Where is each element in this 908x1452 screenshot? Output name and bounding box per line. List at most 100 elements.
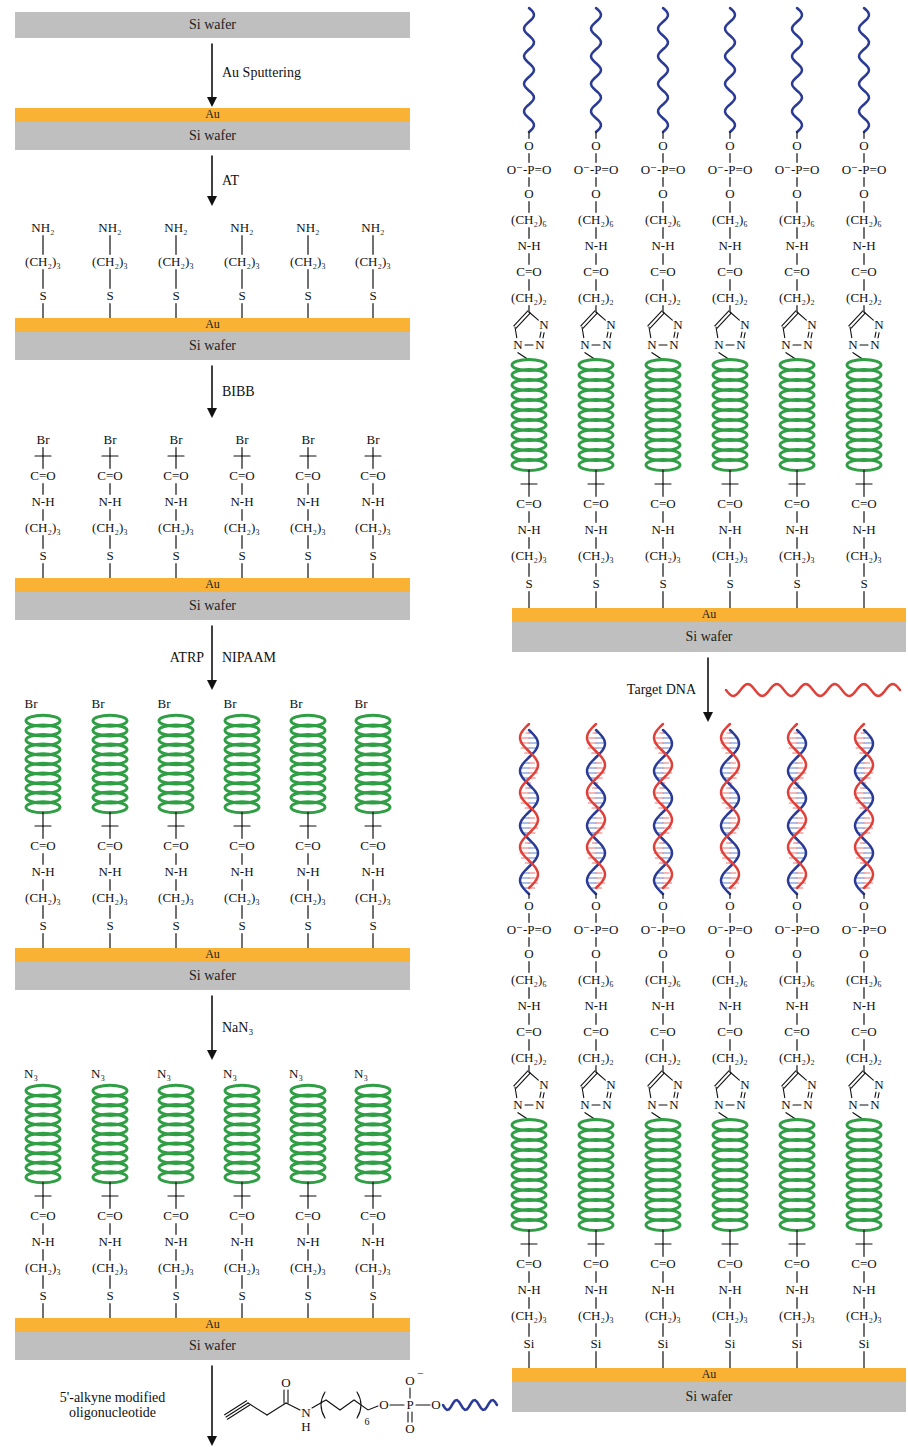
bond-line	[595, 538, 596, 549]
bond-line	[307, 1276, 308, 1289]
formula-label: O	[859, 947, 868, 961]
formula-label: S	[369, 289, 376, 303]
formula-label: N	[535, 338, 544, 352]
base-pair	[856, 847, 864, 848]
bond-line	[729, 1324, 730, 1337]
polymer-coil	[93, 802, 127, 813]
formula-label: (CH₂)₃	[511, 1309, 547, 1323]
gold-layer: Au	[15, 948, 410, 962]
formula-label: N	[513, 1098, 522, 1112]
bond-line	[241, 934, 242, 948]
formula-label: (CH₂)₂	[511, 1051, 547, 1065]
base-pair	[596, 762, 601, 763]
bond-line	[307, 1196, 308, 1208]
base-pair	[860, 807, 864, 808]
bond-line	[662, 280, 663, 291]
bond-line	[649, 327, 651, 338]
formula-label: N	[602, 338, 611, 352]
bond-line	[729, 564, 730, 577]
gold-layer: Au	[512, 608, 906, 622]
bond-line	[863, 154, 864, 163]
polymer-coil	[579, 1220, 613, 1231]
formula-label: S	[304, 1289, 311, 1303]
formula-label: (CH₂)₃	[25, 891, 61, 905]
formula-label: S	[238, 919, 245, 933]
base-pair	[860, 842, 864, 843]
formula-label: Si	[591, 1337, 602, 1351]
bond-line	[241, 236, 242, 255]
silicon-wafer: Si wafer	[15, 1332, 410, 1360]
bond-line	[42, 1250, 43, 1261]
bond-line	[528, 988, 529, 999]
bond-line	[372, 448, 373, 456]
formula-label: (CH₂)₃	[846, 549, 882, 563]
step-arrow	[211, 366, 213, 409]
bond-line	[729, 914, 730, 923]
formula-label: (CH₂)₃	[846, 1309, 882, 1323]
formula-label: N-H	[718, 1283, 741, 1297]
formula-label: NH₂	[164, 221, 187, 235]
base-pair	[857, 792, 864, 793]
bond-line	[595, 132, 596, 138]
gold-layer: Au	[15, 578, 410, 592]
formula-label: N-H	[164, 865, 187, 879]
bond-line	[662, 914, 663, 923]
bond-line	[850, 327, 852, 338]
bond-line	[674, 1092, 675, 1097]
formula-label: C=O	[360, 839, 385, 853]
bond-line	[372, 536, 373, 549]
bond-line	[864, 1072, 873, 1080]
formula-label: (CH₂)₃	[92, 1261, 128, 1275]
formula-label: N-H	[517, 523, 540, 537]
bond-line	[528, 1040, 529, 1051]
bond-line	[863, 592, 864, 608]
formula-label: (CH₂)₃	[712, 1309, 748, 1323]
gold-layer: Au	[15, 108, 410, 122]
bond-line	[109, 510, 110, 521]
formula-label: C=O	[784, 1257, 809, 1271]
bond-line	[42, 906, 43, 919]
silicon-wafer: Si wafer	[15, 332, 410, 360]
formula-label: (CH₂)₆	[846, 213, 882, 227]
bond-line	[784, 1073, 798, 1088]
bond-line	[109, 906, 110, 919]
bond-line	[283, 1390, 284, 1403]
bond-line	[863, 280, 864, 291]
formula-label: C=O	[583, 497, 608, 511]
bond-line	[793, 344, 801, 345]
bond-line	[583, 1073, 597, 1088]
formula-label: N-H	[718, 239, 741, 253]
formula-label: (CH₂)₃	[290, 521, 326, 535]
wafer-label: Si wafer	[189, 338, 236, 353]
base-pair	[526, 732, 529, 733]
base-pair	[797, 852, 806, 853]
formula-label: C=O	[717, 1257, 742, 1271]
formula-label: H	[301, 1420, 310, 1434]
bond-line	[528, 1272, 529, 1283]
bond-line	[241, 1250, 242, 1261]
formula-label: O	[792, 187, 801, 201]
polymer-coil	[291, 1172, 325, 1183]
formula-label: Br	[25, 697, 38, 711]
bond-line	[796, 484, 797, 496]
formula-label: Si	[725, 1337, 736, 1351]
polymer-coil	[713, 1220, 747, 1231]
bond-line	[662, 178, 663, 187]
bond-line	[863, 512, 864, 523]
bond-line	[595, 228, 596, 239]
bond-line	[595, 938, 596, 947]
bond-line	[515, 1087, 517, 1098]
bond-line	[659, 344, 667, 345]
base-pair	[592, 862, 596, 863]
bond-line	[796, 132, 797, 138]
formula-label: NH₂	[361, 221, 384, 235]
formula-label: N-H	[852, 239, 875, 253]
formula-label: Br	[92, 697, 105, 711]
base-pair	[797, 817, 803, 818]
bond-line	[796, 564, 797, 577]
target-strand	[726, 684, 900, 696]
bond-line	[726, 1104, 734, 1105]
formula-label: (CH₂)₃	[645, 1309, 681, 1323]
